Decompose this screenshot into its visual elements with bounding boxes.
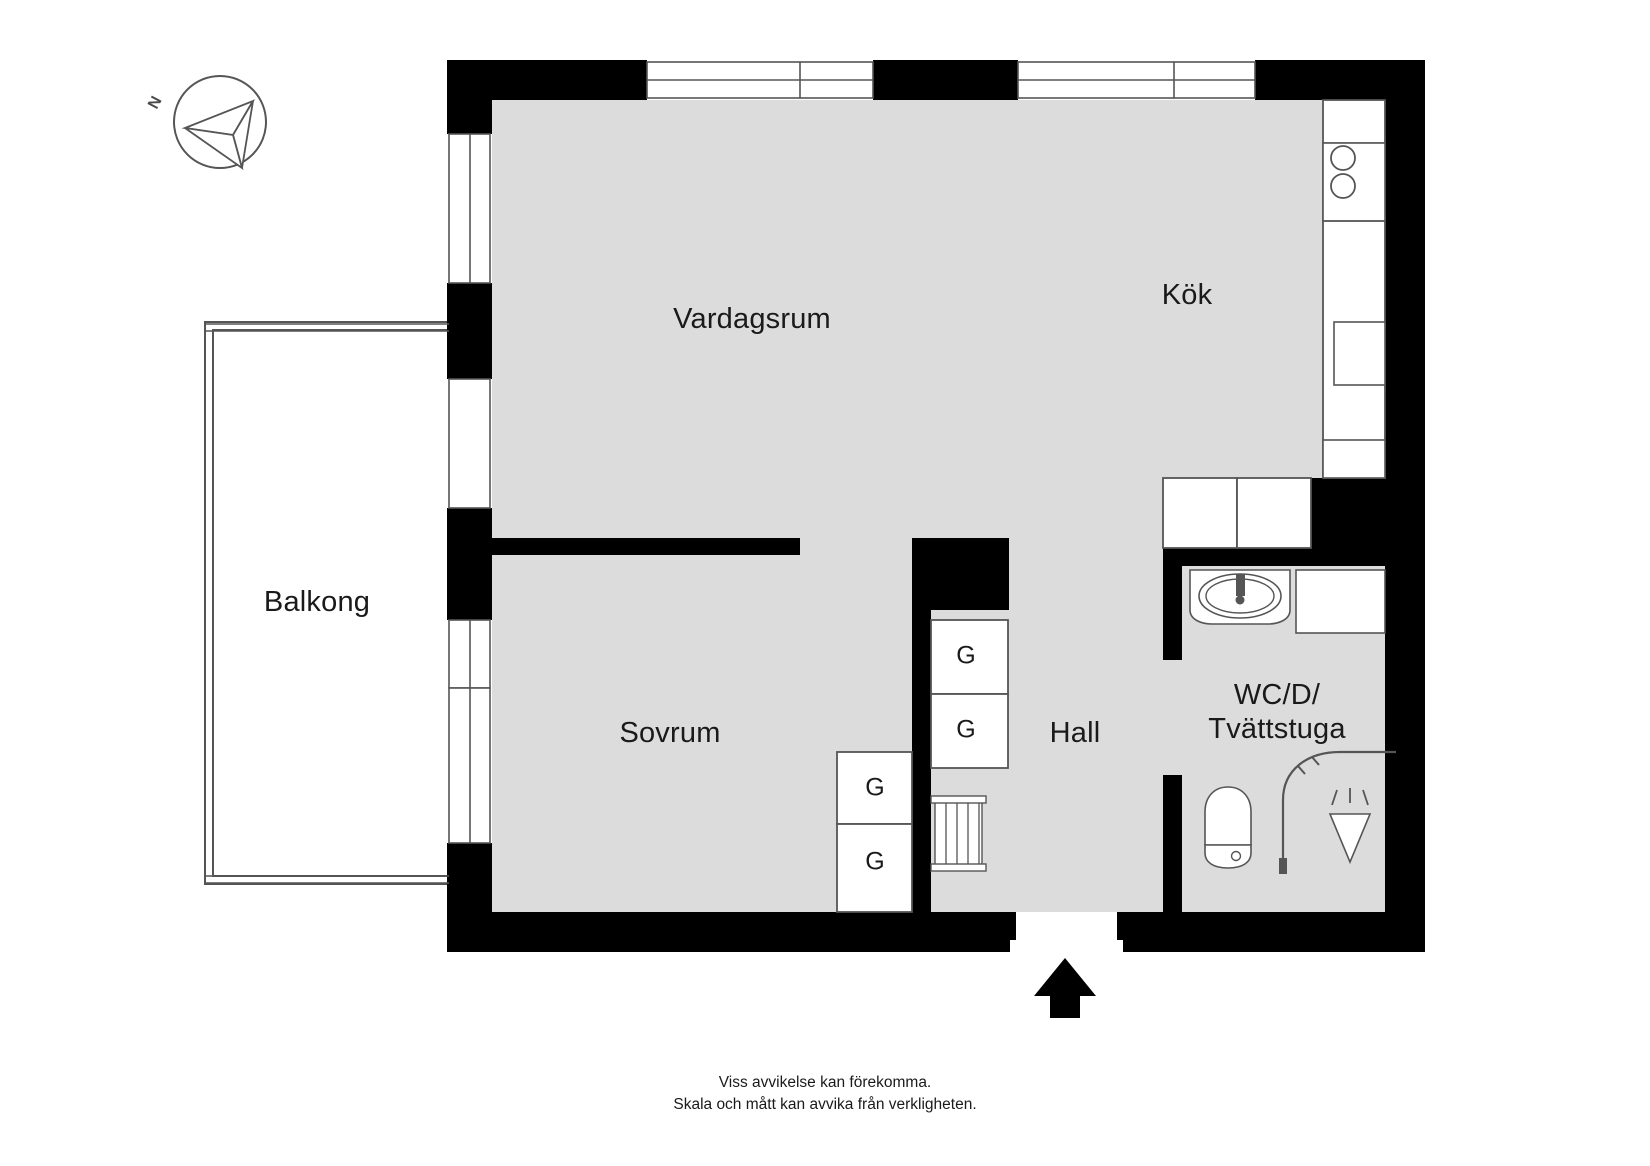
wall-living-bedroom	[492, 538, 800, 555]
bathroom-cabinet-icon	[1295, 569, 1386, 634]
wall-left-bottom	[447, 843, 492, 912]
wall-kitchen-lower-right	[1310, 478, 1425, 566]
wall-wc-left-lower	[1163, 775, 1182, 912]
bathroom-fixtures-group	[1189, 569, 1396, 874]
window-left-1	[448, 133, 491, 284]
closet-label-3: G	[865, 773, 885, 802]
floor-fill-group	[492, 100, 1425, 912]
tumble-dryer-icon	[1236, 477, 1312, 549]
wall-hall-head	[912, 538, 1009, 610]
wall-left-b	[447, 508, 492, 620]
room-label-wc-line2: Tvättstuga	[1208, 713, 1346, 745]
closet-box-1	[930, 619, 1009, 695]
kitchen-counter-return	[1322, 439, 1386, 479]
compass-north-label: N	[145, 93, 166, 112]
disclaimer-note: Viss avvikelse kan förekomma. Skala och …	[0, 1072, 1650, 1116]
wall-left-a	[447, 283, 492, 379]
room-label-wc-line1: WC/D/	[1233, 678, 1321, 711]
window-left-2	[448, 619, 491, 689]
closet-label-2: G	[956, 715, 976, 744]
kitchen-sink-icon	[1333, 321, 1386, 386]
stove-icon	[1322, 142, 1386, 222]
laundry-appliances-group	[1162, 477, 1312, 549]
shower-curtain-rail-icon	[1279, 750, 1396, 874]
balcony-outline	[204, 321, 464, 885]
disclaimer-line-2: Skala och mått kan avvika från verklighe…	[673, 1096, 977, 1113]
washbasin-icon	[1189, 569, 1291, 625]
interior-walls	[492, 478, 1425, 912]
room-label-wc: WC/D/ Tvättstuga	[1208, 678, 1345, 746]
shower-head-icon	[1328, 788, 1372, 865]
wall-bottom-left	[447, 912, 1010, 952]
room-label-kok: Kök	[1161, 278, 1213, 311]
disclaimer-line-1: Viss avvikelse kan förekomma.	[718, 1074, 932, 1091]
closet-box-3	[836, 751, 913, 825]
wall-wc-left-upper	[1163, 563, 1182, 660]
wall-top-mid	[873, 60, 1018, 100]
windows-group	[205, 61, 1256, 884]
closet-label-4: G	[865, 847, 885, 876]
balcony-door-left	[448, 378, 491, 509]
radiator-icon	[930, 795, 987, 872]
window-left-3	[448, 687, 491, 844]
closet-box-2	[930, 693, 1009, 769]
floor-fill-apartment	[492, 100, 1425, 912]
compass-rose-icon	[173, 75, 267, 171]
wall-left-top	[447, 60, 492, 134]
room-label-sovrum: Sovrum	[619, 716, 721, 749]
wall-hall-partition	[912, 538, 931, 912]
toilet-icon	[1204, 786, 1252, 869]
closets-group	[836, 619, 1009, 913]
washing-machine-icon	[1162, 477, 1238, 549]
window-top-2	[1017, 61, 1256, 99]
room-label-balkong: Balkong	[263, 585, 371, 618]
kitchen-counter-group	[1322, 99, 1386, 479]
entrance-door-opening	[1010, 912, 1123, 952]
wall-bottom-right	[1123, 912, 1425, 952]
window-top-1	[646, 61, 874, 99]
closet-box-4	[836, 823, 913, 913]
entrance-arrow-icon	[1034, 958, 1096, 1018]
room-label-vardagsrum: Vardagsrum	[673, 302, 831, 335]
closet-label-1: G	[956, 641, 976, 670]
room-label-hall: Hall	[1049, 716, 1101, 749]
